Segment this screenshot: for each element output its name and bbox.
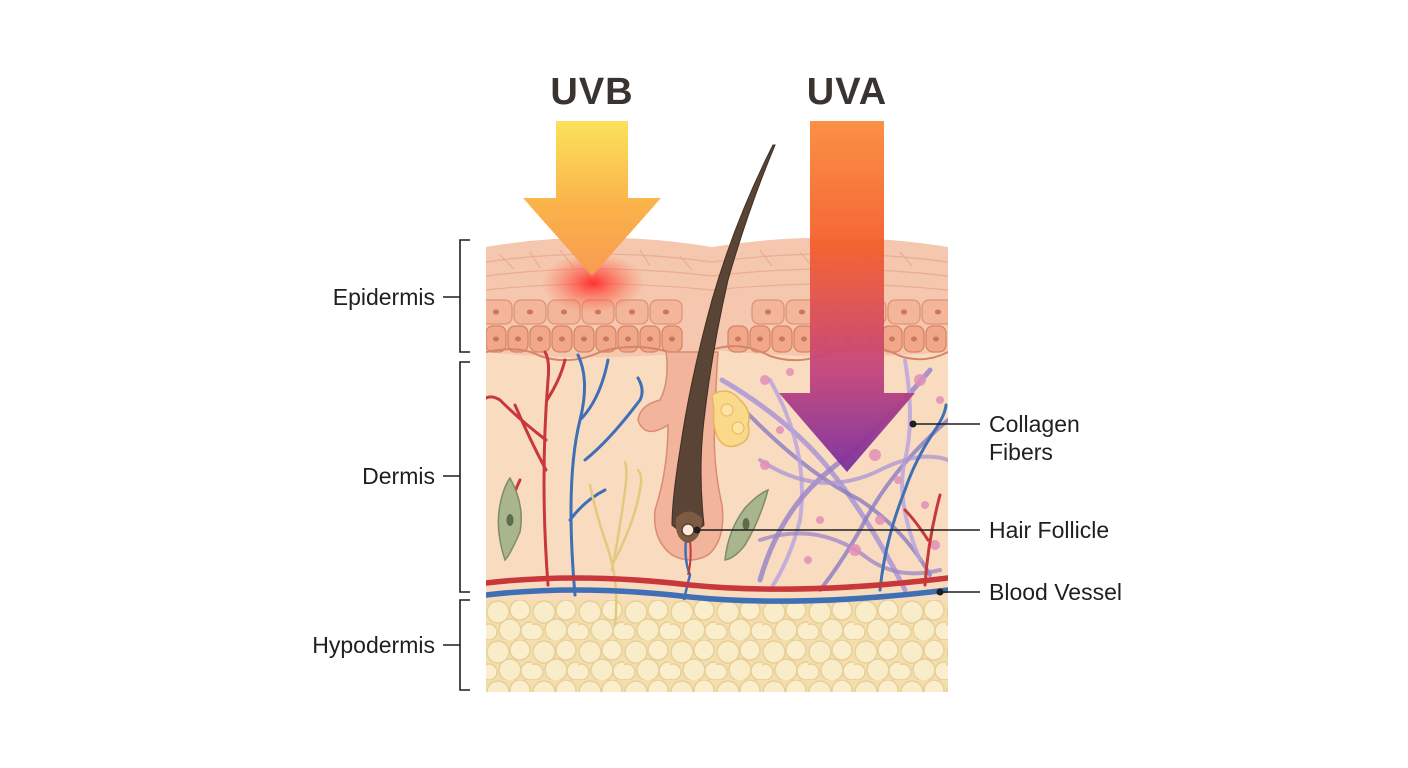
vessel-dot: [936, 588, 944, 596]
uva-label: UVA: [807, 71, 887, 113]
cell-nucleus: [629, 309, 635, 315]
uva-arrow: [779, 121, 915, 472]
hypodermis-label: Hypodermis: [312, 632, 435, 658]
cell-nucleus: [901, 309, 907, 315]
cell-nucleus: [799, 309, 805, 315]
cell-nucleus: [889, 336, 895, 342]
epidermis-bracket: [459, 239, 470, 353]
hair-follicle-label: Hair Follicle: [989, 517, 1109, 543]
cell-nucleus: [911, 336, 917, 342]
cell-nucleus: [515, 336, 521, 342]
cell-nucleus: [625, 336, 631, 342]
collagen-label-line2: Fibers: [989, 439, 1053, 465]
cell-nucleus: [669, 336, 675, 342]
cell-nucleus: [647, 336, 653, 342]
uvb-burn-spot: [541, 253, 645, 313]
cell-nucleus: [935, 309, 941, 315]
cell-nucleus: [537, 336, 543, 342]
hypodermis-bracket: [459, 599, 470, 691]
epidermis-label: Epidermis: [333, 284, 435, 310]
cell-nucleus: [663, 309, 669, 315]
layer-brackets: [443, 239, 470, 691]
cell-nucleus: [559, 336, 565, 342]
follicle-dot: [693, 526, 701, 534]
cell-nucleus: [493, 309, 499, 315]
cell-nucleus: [757, 336, 763, 342]
cell-nucleus: [561, 309, 567, 315]
cell-nucleus: [493, 336, 499, 342]
callout-leaders: [697, 423, 980, 593]
collagen-label-line1: Collagen: [989, 411, 1080, 437]
collagen-dot: [909, 420, 917, 428]
capillaries-blue: [568, 353, 948, 597]
cell-nucleus: [933, 336, 939, 342]
hair-shaft: [671, 144, 776, 543]
blood-vessel-main: [486, 575, 948, 604]
elastin-dots: [760, 368, 944, 564]
cell-nucleus: [735, 336, 741, 342]
cell-nucleus: [801, 336, 807, 342]
cell-nucleus: [603, 336, 609, 342]
blood-vessel-label: Blood Vessel: [989, 579, 1122, 605]
cell-nucleus: [527, 309, 533, 315]
cell-nucleus: [779, 336, 785, 342]
uvb-label: UVB: [550, 71, 633, 113]
uvb-arrow: [523, 121, 661, 276]
nerve-fiber: [588, 460, 643, 627]
dermis-bracket: [459, 361, 470, 593]
cell-nucleus: [765, 309, 771, 315]
dermis-label: Dermis: [362, 463, 435, 489]
hypodermis-layer: [486, 600, 948, 692]
fibroblast-cells: [497, 476, 770, 562]
callout-dots: [693, 420, 944, 596]
cell-nucleus: [581, 336, 587, 342]
